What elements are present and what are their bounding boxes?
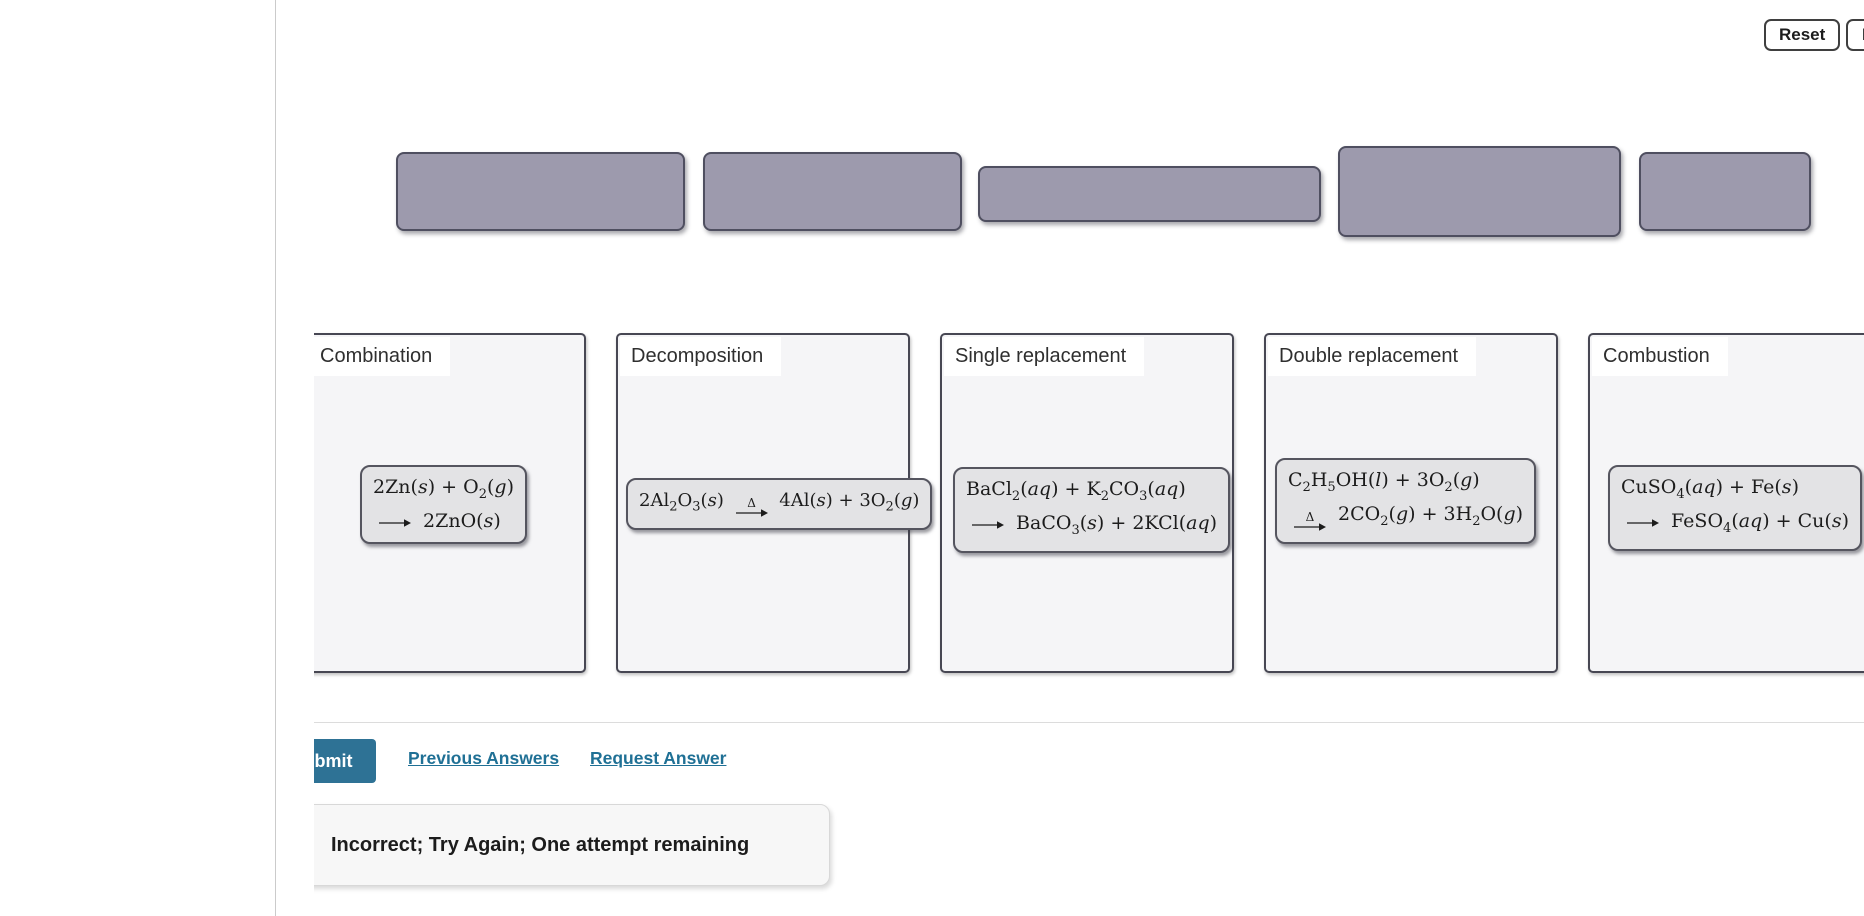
long-right-arrow-icon xyxy=(1626,518,1660,528)
equation-tile[interactable]: C2H5OH(l) + 3O2(g)Δ 2CO2(g) + 3H2O(g) xyxy=(1275,458,1537,544)
delta-over-arrow-icon: Δ xyxy=(1293,511,1327,532)
long-right-arrow-icon xyxy=(378,518,412,528)
answer-tile[interactable] xyxy=(396,152,685,231)
answer-tile[interactable] xyxy=(1338,146,1621,237)
answer-tile[interactable] xyxy=(978,166,1321,222)
equation-tile[interactable]: CuSO4(aq) + Fe(s) FeSO4(aq) + Cu(s) xyxy=(1608,465,1863,551)
previous-answers-link[interactable]: Previous Answers xyxy=(408,748,560,768)
delta-over-arrow-icon: Δ xyxy=(735,497,769,518)
equation-tile[interactable]: 2Al2O3(s) Δ 4Al(s) + 3O2(g) xyxy=(626,478,933,530)
reset-button[interactable]: Reset xyxy=(1764,19,1841,51)
bin-label: Combination xyxy=(314,337,451,376)
activity-area: Reset H Combination 2Zn(s) + O2(g) 2ZnO(… xyxy=(314,0,1864,916)
feedback-message: Incorrect; Try Again; One attempt remain… xyxy=(331,833,750,856)
footer-divider xyxy=(314,722,1864,723)
answer-tile[interactable] xyxy=(1639,152,1811,231)
bin-double-replacement[interactable]: Double replacement C2H5OH(l) + 3O2(g)Δ 2… xyxy=(1264,333,1558,673)
bin-single-replacement[interactable]: Single replacement BaCl2(aq) + K2CO3(aq)… xyxy=(940,333,1234,673)
bin-label: Single replacement xyxy=(944,337,1145,376)
help-button[interactable]: H xyxy=(1846,19,1864,51)
bin-label: Double replacement xyxy=(1268,337,1476,376)
bin-combination[interactable]: Combination 2Zn(s) + O2(g) 2ZnO(s) xyxy=(314,333,586,673)
submit-button[interactable]: Submit xyxy=(314,739,376,783)
request-answer-link[interactable]: Request Answer xyxy=(590,748,727,768)
feedback-box: Incorrect; Try Again; One attempt remain… xyxy=(314,804,830,886)
bin-label: Combustion xyxy=(1592,337,1728,376)
equation-tile[interactable]: BaCl2(aq) + K2CO3(aq) BaCO3(s) + 2KCl(aq… xyxy=(953,467,1231,553)
panel-divider xyxy=(275,0,276,916)
bin-decomposition[interactable]: Decomposition 2Al2O3(s) Δ 4Al(s) + 3O2(g… xyxy=(616,333,933,673)
equation-tile[interactable]: 2Zn(s) + O2(g) 2ZnO(s) xyxy=(360,465,528,544)
bin-label: Decomposition xyxy=(620,337,782,376)
answer-tile[interactable] xyxy=(703,152,962,231)
long-right-arrow-icon xyxy=(971,520,1005,530)
bin-combustion[interactable]: Combustion CuSO4(aq) + Fe(s) FeSO4(aq) +… xyxy=(1588,333,1864,673)
